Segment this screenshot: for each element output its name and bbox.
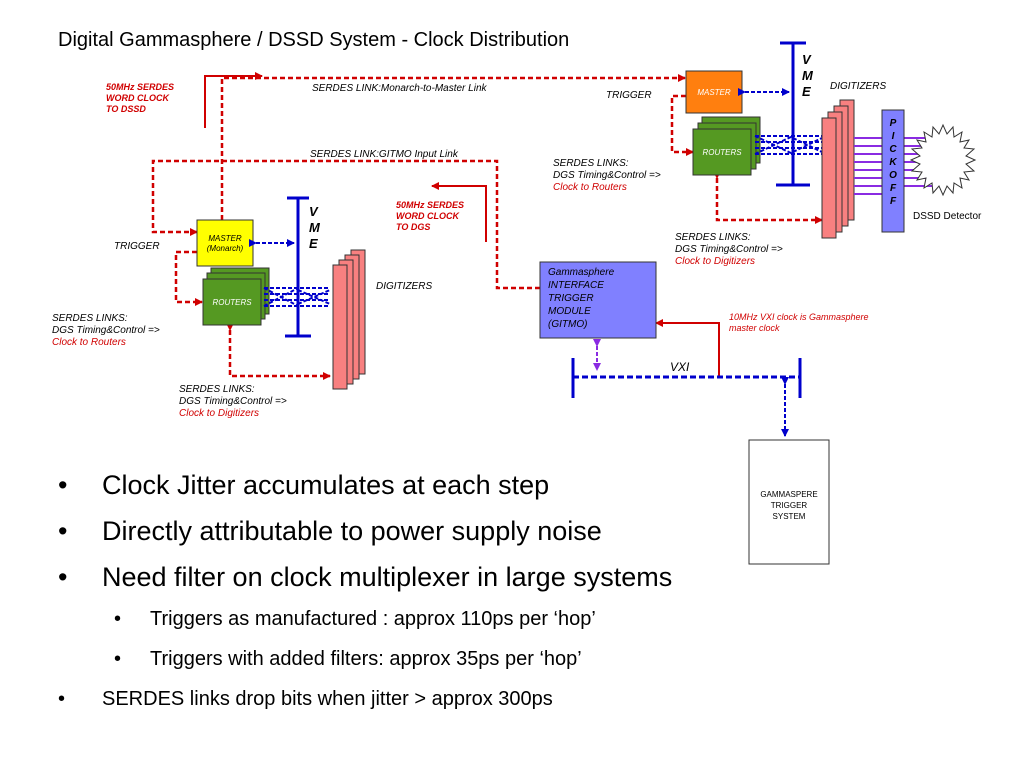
- right-vme-m: M: [802, 68, 814, 83]
- pickoff-k: K: [889, 157, 897, 168]
- left-vme-v: V: [309, 204, 319, 219]
- right-digitizers-stack: [821, 99, 855, 239]
- pickoff-i: I: [892, 131, 895, 142]
- dssd-detector-label: DSSD Detector: [913, 211, 982, 222]
- pickoff-box: [881, 109, 905, 233]
- serdes-dssd-line-1: 50MHz SERDES: [106, 82, 174, 92]
- right-clock-digitizers-label: Clock to Digitizers: [675, 256, 755, 267]
- right-vme-links: [738, 88, 823, 155]
- right-vme-v: V: [802, 52, 812, 67]
- bullet-item: Clock Jitter accumulates at each step: [58, 470, 758, 516]
- right-trigger-label: TRIGGER: [606, 90, 652, 101]
- left-serdes-links-label-2: SERDES LINKS:: [179, 384, 255, 395]
- gts-line-2: TRIGGER: [771, 501, 808, 510]
- right-clock-to-digitizers-link: [713, 171, 823, 224]
- serdes-dgs-line-3: TO DGS: [396, 222, 430, 232]
- vxi-bus: [571, 358, 802, 398]
- clock-to-dgs-arrow: [431, 182, 487, 242]
- master-monarch-label: MASTER: [208, 234, 242, 243]
- left-dgs-tc-label: DGS Timing&Control =>: [52, 325, 160, 336]
- bullet-item: Directly attributable to power supply no…: [58, 516, 758, 562]
- right-trigger-loop: [670, 94, 694, 156]
- serdes-dssd-line-2: WORD CLOCK: [106, 93, 170, 103]
- gitmo-box: [539, 261, 657, 339]
- master-monarch-sublabel: (Monarch): [207, 244, 244, 253]
- right-routers-label: ROUTERS: [702, 148, 742, 157]
- right-serdes-links-label: SERDES LINKS:: [553, 158, 629, 169]
- pickoff-f2: F: [890, 196, 897, 207]
- bullet-item: SERDES links drop bits when jitter > app…: [58, 688, 758, 728]
- left-vme-links: [249, 239, 331, 307]
- gitmo-line-4: MODULE: [548, 306, 591, 317]
- serdes-dgs-line-2: WORD CLOCK: [396, 211, 460, 221]
- gts-line-1: GAMMASPERE: [760, 490, 817, 499]
- gitmo-line-2: INTERFACE: [548, 280, 604, 291]
- right-clock-routers-label: Clock to Routers: [553, 182, 627, 193]
- right-digitizers-label: DIGITIZERS: [830, 81, 886, 92]
- slide-title: Digital Gammasphere / DSSD System - Cloc…: [58, 29, 569, 51]
- gts-line-3: SYSTEM: [773, 512, 806, 521]
- left-digitizers-stack: [332, 249, 366, 390]
- vxi-label: VXI: [670, 360, 690, 374]
- gitmo-line-3: TRIGGER: [548, 293, 594, 304]
- serdes-dgs-line-1: 50MHz SERDES: [396, 200, 464, 210]
- right-routers-box: [692, 128, 752, 176]
- left-trigger-label: TRIGGER: [114, 241, 160, 252]
- left-routers-box: [202, 278, 262, 326]
- right-vme-e: E: [802, 84, 811, 99]
- left-vme-m: M: [309, 220, 321, 235]
- right-vme-bus: [776, 41, 810, 187]
- bullet-list: Clock Jitter accumulates at each step Di…: [58, 470, 758, 728]
- pickoff-o: O: [889, 170, 897, 181]
- left-clock-routers-label: Clock to Routers: [52, 337, 126, 348]
- gitmo-line-1: Gammasphere: [548, 267, 615, 278]
- left-serdes-links-label: SERDES LINKS:: [52, 313, 128, 324]
- sub-bullet-item: Triggers as manufactured : approx 110ps …: [58, 608, 758, 648]
- right-dgs-tc-label: DGS Timing&Control =>: [553, 170, 661, 181]
- left-vme-bus: [285, 196, 311, 338]
- master-monarch-box: [196, 219, 254, 267]
- monarch-link-label: SERDES LINK:Monarch-to-Master Link: [312, 83, 488, 94]
- left-routers-label: ROUTERS: [212, 298, 252, 307]
- right-serdes-links-label-2: SERDES LINKS:: [675, 232, 751, 243]
- vxi-clock-line-2: master clock: [729, 323, 780, 333]
- clock-to-dssd-arrow: [204, 72, 263, 128]
- pickoff-p: P: [890, 118, 897, 129]
- sub-bullet-item: Triggers with added filters: approx 35ps…: [58, 648, 758, 688]
- solid-clock-arrows: [204, 72, 720, 376]
- left-vme-e: E: [309, 236, 318, 251]
- bullet-item: Need filter on clock multiplexer in larg…: [58, 562, 758, 608]
- gammasphere-trigger-system-box: [748, 439, 830, 565]
- gitmo-input-link: [151, 159, 547, 292]
- serdes-link-lines: [151, 74, 823, 380]
- gitmo-link-label: SERDES LINK:GITMO Input Link: [310, 149, 459, 160]
- dssd-detector-icon: [909, 123, 977, 197]
- pickoff-f1: F: [890, 183, 897, 194]
- left-clock-to-digitizers-link: [226, 323, 331, 380]
- left-trigger-loop: [174, 250, 203, 306]
- left-digitizers-label: DIGITIZERS: [376, 281, 432, 292]
- vxi-clock-line-1: 10MHz VXI clock is Gammasphere: [729, 312, 869, 322]
- serdes-dssd-line-3: TO DSSD: [106, 104, 146, 114]
- monarch-to-master-link: [218, 74, 686, 227]
- left-clock-digitizers-label: Clock to Digitizers: [179, 408, 259, 419]
- gitmo-line-5: (GITMO): [548, 319, 587, 330]
- left-dgs-tc-label-2: DGS Timing&Control =>: [179, 396, 287, 407]
- vxi-master-clock-arrow: [655, 319, 720, 376]
- master-right-label: MASTER: [697, 88, 731, 97]
- right-dgs-tc-label-2: DGS Timing&Control =>: [675, 244, 783, 255]
- pickoff-c: C: [889, 144, 897, 155]
